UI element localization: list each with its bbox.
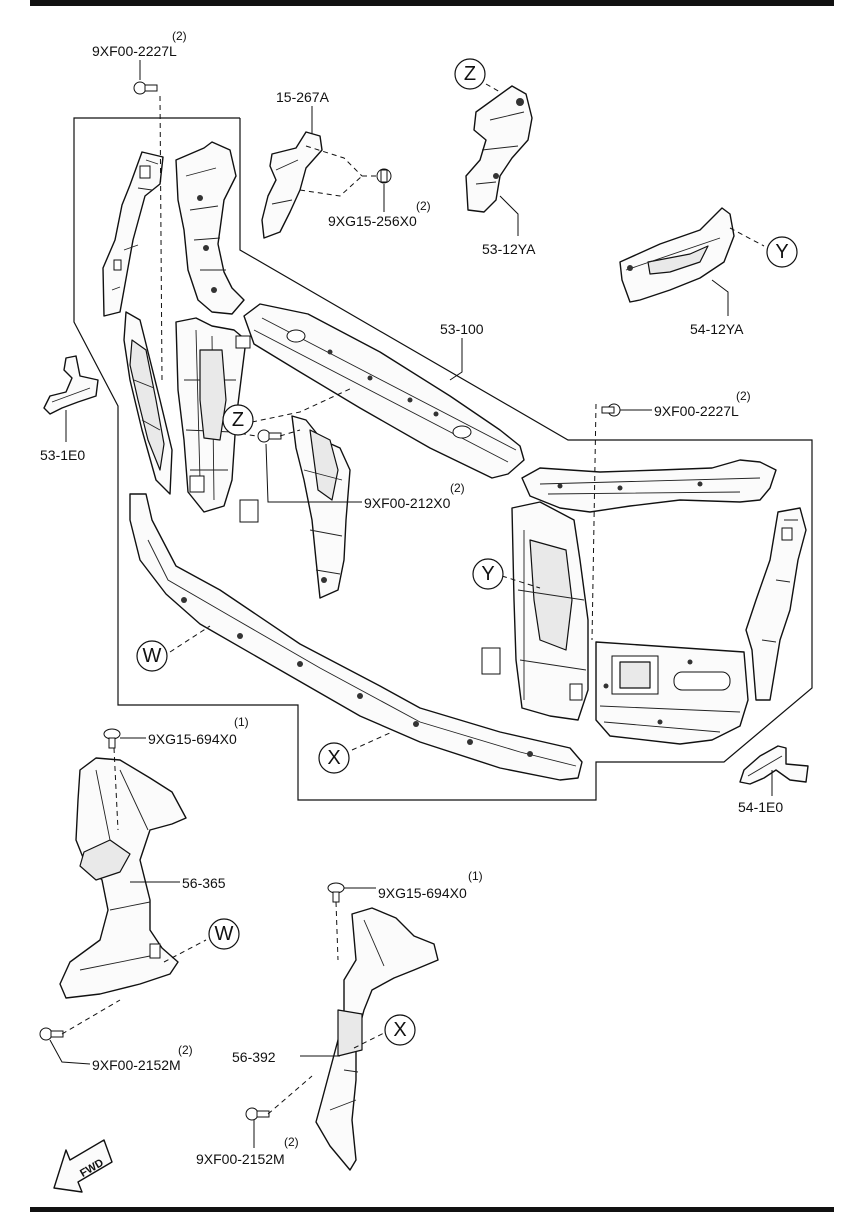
- install-line-y1: [729, 227, 765, 247]
- qty-9xf00-2152m-mid: (2): [284, 1135, 299, 1149]
- qty-9xg15-694x0-left: (1): [234, 715, 249, 729]
- leader-9xf00-2152m-left: [49, 1039, 91, 1065]
- install-line-2152-left: [61, 999, 121, 1035]
- qty-9xf00-2227l-top: (2): [172, 29, 187, 43]
- install-line-694-mid: [335, 901, 339, 961]
- label-9xg15-694x0-left: 9XG15-694X0: [148, 731, 237, 747]
- install-line-2152-mid: [267, 1075, 313, 1115]
- air-guide-56-365: [59, 757, 187, 999]
- left-mid-pillar: [123, 311, 173, 495]
- label-56-365: 56-365: [182, 875, 226, 891]
- qty-9xf00-212x0: (2): [450, 481, 465, 495]
- install-line-y2: [501, 575, 541, 589]
- clip-9xg15-694x0-left: [103, 728, 121, 749]
- top-rule: [30, 0, 834, 6]
- clip-9xg15-694x0-mid: [327, 882, 345, 903]
- install-line-top: [159, 95, 163, 381]
- svg-text:W: W: [143, 645, 162, 667]
- svg-text:X: X: [327, 747, 340, 769]
- bolt-9xf00-2227l-right: [601, 403, 621, 417]
- left-upper-pillar: [102, 151, 164, 317]
- ref-z-top: Z: [454, 58, 486, 90]
- label-9xf00-2152m-mid: 9XF00-2152M: [196, 1151, 285, 1167]
- install-line-x1: [351, 731, 393, 751]
- clip-9xg15-256x0: [376, 168, 392, 184]
- label-56-392: 56-392: [232, 1049, 276, 1065]
- leader-9xf00-212x0: [265, 443, 362, 503]
- install-line-x2: [353, 1031, 387, 1049]
- svg-text:Z: Z: [232, 409, 244, 431]
- label-9xf00-2152m-left: 9XF00-2152M: [92, 1057, 181, 1073]
- bolt-9xf00-2152m-left: [39, 1027, 64, 1041]
- svg-text:Z: Z: [464, 63, 476, 85]
- bracket-15-267a: [261, 131, 363, 239]
- right-inner-shroud: [511, 501, 589, 721]
- svg-text:X: X: [393, 1019, 406, 1041]
- label-53-12ya: 53-12YA: [482, 241, 536, 257]
- ref-y-mid: Y: [472, 558, 504, 590]
- label-9xf00-2227l-top: 9XF00-2227L: [92, 43, 177, 59]
- install-line-z2: [485, 83, 501, 93]
- right-lower-panel: [595, 641, 749, 745]
- air-guide-56-392: [315, 907, 439, 1171]
- upper-left-arm: [175, 141, 245, 315]
- ref-x-mid: X: [318, 742, 350, 774]
- bolt-9xf00-2227l-top: [133, 81, 158, 95]
- label-15-267a: 15-267A: [276, 89, 330, 105]
- bolt-9xf00-212x0: [257, 429, 282, 443]
- upper-right-arm: [521, 459, 777, 513]
- leader-54-12ya: [711, 279, 729, 316]
- svg-text:W: W: [215, 923, 234, 945]
- label-9xg15-256x0: 9XG15-256X0: [328, 213, 417, 229]
- svg-text:Y: Y: [481, 563, 494, 585]
- right-outer-pillar: [745, 507, 807, 701]
- ref-w-mid: W: [136, 640, 168, 672]
- bracket-54-1e0: [739, 745, 809, 785]
- ref-w-lower: W: [208, 918, 240, 950]
- qty-9xf00-2227l-right: (2): [736, 389, 751, 403]
- label-9xg15-694x0-mid: 9XG15-694X0: [378, 885, 467, 901]
- install-line-694-left: [113, 747, 119, 831]
- install-line-right: [591, 403, 597, 641]
- bolt-9xf00-2152m-mid: [245, 1107, 270, 1121]
- left-inner-shroud: [175, 317, 251, 513]
- label-54-12ya: 54-12YA: [690, 321, 744, 337]
- leader-53-12ya: [499, 195, 519, 236]
- label-53-100: 53-100: [440, 321, 484, 337]
- bottom-rule: [30, 1207, 834, 1212]
- lower-cross-member: [129, 493, 583, 781]
- assembly-frame: [73, 117, 813, 801]
- ref-y-right: Y: [766, 236, 798, 268]
- qty-9xg15-256x0: (2): [416, 199, 431, 213]
- install-line-z1: [251, 387, 353, 423]
- fwd-arrow-icon: FWD: [53, 1139, 113, 1193]
- bracket-53-12ya: [465, 85, 533, 213]
- label-9xf00-212x0: 9XF00-212X0: [364, 495, 451, 511]
- label-54-1e0: 54-1E0: [738, 799, 783, 815]
- label-53-1e0: 53-1E0: [40, 447, 85, 463]
- qty-9xg15-694x0-mid: (1): [468, 869, 483, 883]
- upper-cross-member: [243, 303, 525, 479]
- bracket-54-12ya: [619, 207, 735, 303]
- leader-53-100: [449, 338, 463, 381]
- install-line-w1: [169, 625, 211, 653]
- ref-x-lower: X: [384, 1014, 416, 1046]
- bracket-53-1e0: [43, 355, 99, 415]
- ref-z-mid: Z: [222, 404, 254, 436]
- svg-text:Y: Y: [775, 241, 788, 263]
- label-9xf00-2227l-right: 9XF00-2227L: [654, 403, 739, 419]
- qty-9xf00-2152m-left: (2): [178, 1043, 193, 1057]
- center-bracket: [239, 415, 501, 675]
- install-line-w2: [163, 939, 207, 963]
